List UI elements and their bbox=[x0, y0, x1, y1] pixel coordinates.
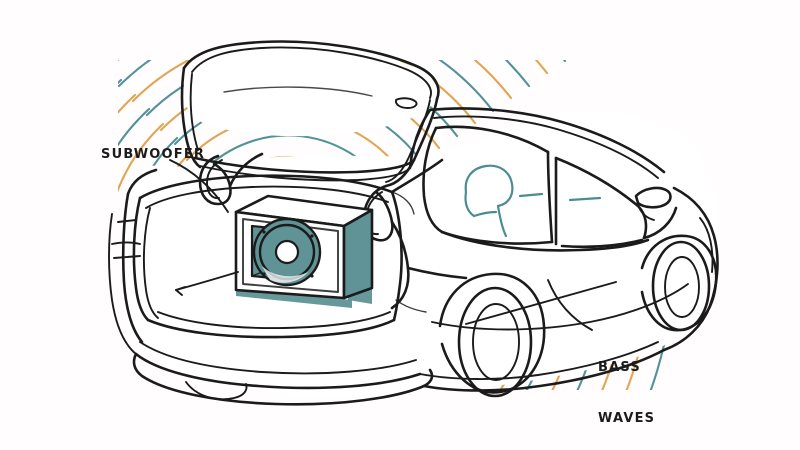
trunk-opening bbox=[132, 174, 403, 339]
subwoofer-enclosure bbox=[234, 194, 374, 308]
subwoofer-leader-line bbox=[169, 159, 229, 213]
car-greenhouse bbox=[408, 107, 678, 252]
label-bass-waves: BASS WAVES bbox=[598, 325, 655, 450]
label-bass-waves-line2: WAVES bbox=[598, 411, 656, 426]
car-body bbox=[108, 40, 719, 406]
bass-waves-pointer bbox=[465, 281, 617, 325]
leader-lines bbox=[169, 159, 617, 331]
seat-headrest-teal bbox=[464, 164, 602, 238]
bass-waves-leader-line bbox=[547, 279, 593, 331]
speaker-cone bbox=[252, 217, 322, 287]
label-bass-waves-line1: BASS bbox=[598, 360, 641, 375]
car-side-body bbox=[390, 158, 719, 398]
rear-bumper bbox=[132, 341, 434, 406]
label-subwoofer: SUBWOOFER bbox=[101, 147, 206, 162]
rear-left-corner bbox=[108, 168, 158, 355]
